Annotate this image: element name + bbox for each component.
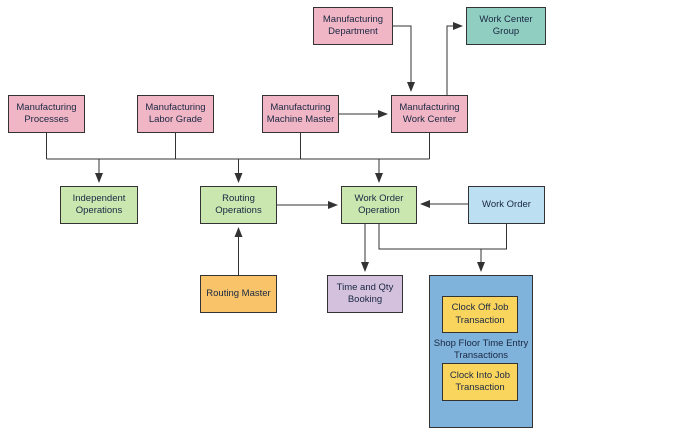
node-time-and-qty-booking: Time and Qty Booking: [327, 275, 403, 313]
edge-bus-stubs: [46, 133, 430, 160]
node-work-center-group: Work Center Group: [466, 7, 546, 45]
node-label: Routing Operations: [215, 192, 262, 216]
edge-mfg-work-center-to-work-center-group: [446, 22, 463, 95]
node-label: Work Order Operation: [354, 192, 404, 216]
container-label: Shop Floor Time Entry Transactions: [433, 338, 529, 361]
node-manufacturing-labor-grade: Manufacturing Labor Grade: [137, 95, 214, 133]
node-routing-operations: Routing Operations: [200, 186, 277, 224]
node-label: Routing Master: [206, 287, 271, 299]
node-independent-operations: Independent Operations: [60, 186, 138, 224]
node-label: Clock Off Job Transaction: [451, 302, 509, 326]
node-label: Work Center Group: [479, 13, 533, 37]
node-manufacturing-machine-master: Manufacturing Machine Master: [262, 95, 339, 133]
node-shop-floor-time-entry-container: Clock Off Job Transaction Shop Floor Tim…: [429, 275, 533, 428]
node-label: Manufacturing Machine Master: [266, 101, 335, 125]
edge-mfg-department-to-mfg-work-center: [393, 25, 415, 92]
node-label: Manufacturing Processes: [16, 101, 77, 125]
node-label: Work Order: [482, 198, 531, 210]
node-manufacturing-department: Manufacturing Department: [313, 7, 393, 45]
node-label: Time and Qty Booking: [336, 281, 394, 305]
node-label: Independent Operations: [72, 192, 126, 216]
node-label: Manufacturing Labor Grade: [145, 101, 206, 125]
node-label: Manufacturing Department: [322, 13, 384, 37]
node-clock-into-job-transaction: Clock Into Job Transaction: [442, 363, 518, 401]
node-work-order: Work Order: [468, 186, 545, 224]
node-manufacturing-processes: Manufacturing Processes: [8, 95, 85, 133]
node-clock-off-job-transaction: Clock Off Job Transaction: [442, 296, 518, 333]
edge-join-work-order-operation-work-order: [378, 224, 507, 250]
node-label: Manufacturing Work Center: [399, 101, 460, 125]
node-routing-master: Routing Master: [200, 275, 277, 313]
node-label: Clock Into Job Transaction: [449, 369, 511, 393]
node-manufacturing-work-center: Manufacturing Work Center: [391, 95, 468, 133]
node-work-order-operation: Work Order Operation: [341, 186, 417, 224]
